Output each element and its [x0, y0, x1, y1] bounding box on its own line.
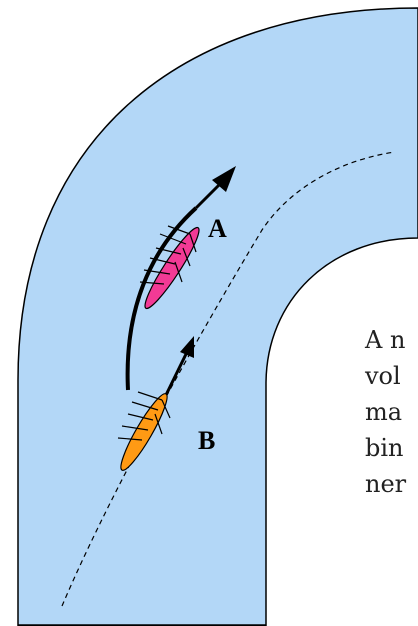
caption-line: ner: [365, 470, 407, 498]
caption-line: A n: [365, 326, 406, 354]
caption-line: ma: [365, 398, 403, 426]
caption-text: A n vol ma bin ner: [365, 322, 418, 502]
flow-centerline: [61, 151, 396, 607]
arrow-b-shaft: [164, 349, 190, 396]
arrow-b-head: [180, 336, 194, 358]
caption-line: bin: [365, 434, 404, 462]
wake-b: [117, 391, 171, 441]
wake-a: [139, 225, 197, 285]
river-channel: [17, 7, 418, 626]
trajectory-a: [125, 206, 198, 391]
label-b: B: [198, 426, 216, 455]
caption-line: vol: [365, 362, 401, 390]
arrow-a-head: [212, 166, 236, 192]
label-a: A: [208, 214, 227, 243]
